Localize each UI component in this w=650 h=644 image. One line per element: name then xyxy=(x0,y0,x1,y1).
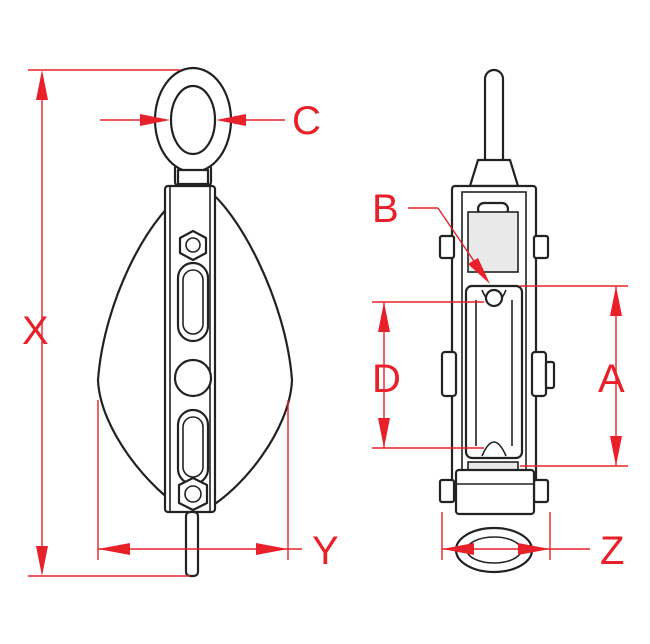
label-y: Y xyxy=(312,529,339,573)
label-d: D xyxy=(372,357,401,401)
hex-nut-top xyxy=(178,229,208,262)
hex-nut-bottom xyxy=(177,476,209,512)
axle-boss xyxy=(173,358,213,398)
label-z: Z xyxy=(600,529,624,573)
label-x: X xyxy=(22,309,49,353)
becket-rod xyxy=(184,510,200,578)
sheave xyxy=(464,284,524,460)
side-view xyxy=(438,68,556,574)
dimension-lines xyxy=(28,69,628,577)
front-view xyxy=(96,66,294,578)
label-a: A xyxy=(598,357,625,401)
upper-slot xyxy=(176,261,210,343)
eye-shackle xyxy=(153,66,233,188)
label-c: C xyxy=(292,99,321,143)
label-b: B xyxy=(372,187,399,231)
